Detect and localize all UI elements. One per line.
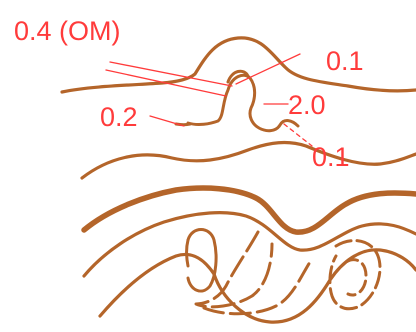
overburden-label: 0.4 (OM)	[14, 16, 121, 46]
basin-inner-contour-2	[98, 252, 216, 318]
overburden-leader-2	[105, 69, 227, 97]
left-pit-contour	[186, 228, 218, 293]
basin-thick-contour	[81, 185, 416, 235]
center-dashed-contour	[194, 230, 274, 309]
top-right-leader	[235, 53, 301, 85]
top-right-label: 0.1	[326, 46, 364, 76]
left-label: 0.2	[100, 102, 138, 132]
bottom-right-label: 0.1	[312, 142, 350, 172]
overburden-leader-1	[109, 61, 233, 87]
right-label: 2.0	[288, 90, 326, 120]
basin-inner-contour-3	[212, 248, 416, 324]
left-pit-dash	[185, 238, 190, 268]
lower-dashed-contour	[202, 260, 312, 316]
left-leader	[149, 115, 185, 127]
right-dashed-contour	[328, 239, 382, 311]
middle-contour	[80, 140, 416, 180]
knob-contour	[186, 73, 300, 133]
knob-cap-contour	[226, 69, 250, 84]
upper-hill-contour	[60, 36, 416, 94]
basin-inner-contour-1	[82, 211, 416, 278]
bottom-right-leader	[283, 123, 313, 147]
right-inner-dashed-contour	[344, 258, 368, 297]
